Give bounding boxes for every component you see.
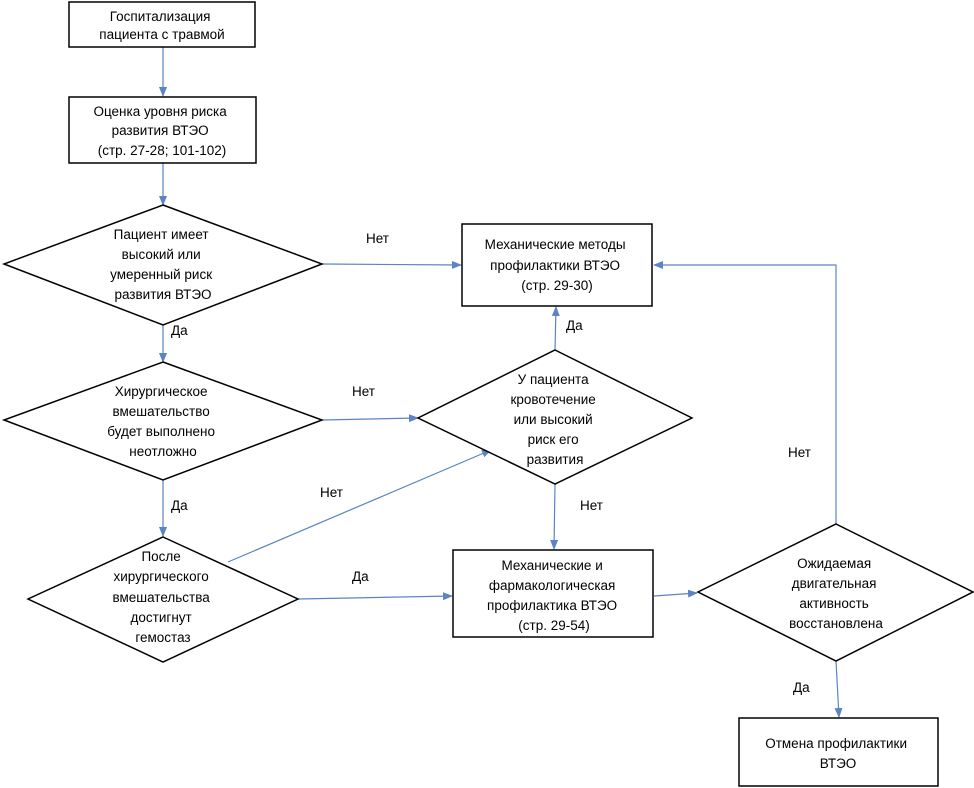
high-risk-line-2: высокий или [122, 247, 201, 262]
connectors [159, 47, 843, 718]
label-high-risk-yes: Да [171, 323, 188, 338]
label-mobility-yes: Да [793, 680, 810, 695]
edge-labels: Нет Да Нет Да Да Нет Нет Да Нет Да [171, 231, 811, 695]
mech-pharm-line-2: фармакологическая [489, 578, 616, 593]
arrow-bleeding-no-to-mechpharm [550, 483, 559, 550]
label-urgent-no: Нет [352, 384, 375, 399]
label-mobility-no: Нет [788, 445, 811, 460]
hemostasis-line-2: хирургического [114, 569, 209, 584]
arrow-mobility-no-to-mechanical [653, 261, 837, 524]
mech-pharm-line-1: Механические и [501, 558, 602, 573]
mobility-diamond [696, 523, 974, 662]
hemostasis-line-4: достигнут [131, 610, 192, 625]
cancel-prophylaxis-line-1: Отмена профилактики [765, 736, 907, 751]
mechanical-methods-text: Механические методы профилактики ВТЭО (с… [485, 237, 630, 293]
label-high-risk-no: Нет [366, 231, 389, 246]
mechanical-methods-line-1: Механические методы [485, 237, 626, 252]
bleeding-line-4: риск его [528, 432, 579, 447]
high-risk-text: Пациент имеет высокий или умеренный риск… [110, 227, 216, 302]
mech-pharm-line-3: профилактика ВТЭО [487, 598, 617, 613]
hemostasis-line-1: После [141, 549, 180, 564]
cancel-prophylaxis-line-2: ВТЭО [820, 756, 857, 771]
arrow-hemostasis-yes-to-mechpharm [297, 592, 453, 601]
mobility-text: Ожидаемая двигательная активность восста… [789, 556, 883, 631]
mobility-line-2: двигательная [792, 576, 877, 591]
urgent-surgery-diamond [1, 361, 325, 481]
mech-pharm-text: Механические и фармакологическая профила… [487, 558, 621, 633]
mech-pharm-box [452, 549, 654, 638]
bleeding-text: У пациента кровотечение или высокий риск… [510, 372, 599, 467]
hemostasis-line-5: гемостаз [135, 630, 190, 645]
urgent-surgery-line-4: неотложно [129, 444, 196, 459]
high-risk-diamond [1, 204, 325, 326]
mobility-line-4: восстановлена [789, 616, 883, 631]
risk-assessment-line-3: (стр. 27-28; 101-102) [98, 143, 227, 158]
bleeding-line-3: или высокий [514, 412, 593, 427]
bleeding-diamond [416, 349, 694, 485]
label-hemostasis-no: Нет [320, 485, 343, 500]
mechanical-methods-line-3: (стр. 29-30) [521, 278, 592, 293]
hemostasis-diamond [26, 536, 300, 663]
mobility-line-1: Ожидаемая [797, 556, 871, 571]
urgent-surgery-line-1: Хирургическое [115, 384, 208, 399]
arrow-risk-no-to-mechanical [321, 260, 462, 269]
risk-assessment-text: Оценка уровня риска развития ВТЭО (стр. … [93, 104, 230, 158]
urgent-surgery-line-3: будет выполнено [107, 424, 215, 439]
hemostasis-text: После хирургического вмешательства дости… [112, 549, 213, 645]
risk-assessment-line-2: развития ВТЭО [112, 123, 209, 138]
cancel-prophylaxis-text: Отмена профилактики ВТЭО [765, 736, 911, 771]
risk-assessment-line-1: Оценка уровня риска [93, 104, 227, 119]
label-bleeding-no: Нет [580, 498, 603, 513]
label-bleeding-yes: Да [566, 318, 583, 333]
hospitalization-line-2: пациента с травмой [99, 27, 224, 42]
risk-assessment-box [68, 96, 257, 164]
mech-pharm-line-4: (стр. 29-54) [518, 618, 589, 633]
high-risk-line-3: умеренный риск [110, 267, 212, 282]
cancel-prophylaxis-box [738, 717, 939, 787]
arrow-hemostasis-no-to-bleeding [227, 449, 492, 563]
arrow-urgent-no-to-bleeding [321, 414, 419, 423]
arrow-mobility-yes-to-cancel [834, 660, 843, 718]
hospitalization-box [68, 1, 256, 48]
urgent-surgery-line-2: вмешательство [112, 404, 209, 419]
label-hemostasis-yes: Да [352, 569, 369, 584]
arrow-bleeding-yes-to-mechanical [551, 306, 560, 351]
hospitalization-line-1: Госпитализация [110, 9, 211, 24]
arrow-mechpharm-to-mobility [653, 589, 698, 598]
mobility-line-3: активность [799, 596, 868, 611]
bleeding-line-1: У пациента [518, 372, 589, 387]
label-urgent-yes: Да [171, 498, 188, 513]
high-risk-line-1: Пациент имеет [114, 227, 209, 242]
node-texts: Госпитализация пациента с травмой Оценка… [93, 9, 911, 771]
mechanical-methods-line-2: профилактики ВТЭО [490, 258, 620, 273]
bleeding-line-2: кровотечение [510, 392, 595, 407]
mechanical-methods-box [461, 223, 653, 307]
hemostasis-line-3: вмешательства [112, 590, 210, 605]
high-risk-line-4: развития ВТЭО [114, 287, 211, 302]
urgent-surgery-text: Хирургическое вмешательство будет выполн… [107, 384, 219, 459]
hospitalization-text: Госпитализация пациента с травмой [99, 9, 224, 42]
bleeding-line-5: развития [527, 452, 584, 467]
